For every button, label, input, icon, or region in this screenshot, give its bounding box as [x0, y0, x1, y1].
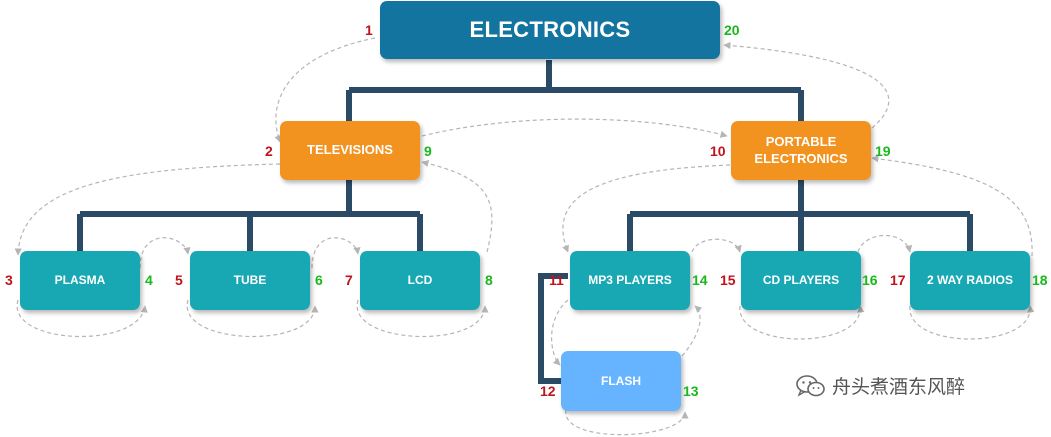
left-number-11: 11	[549, 272, 564, 288]
left-number-15: 15	[720, 272, 736, 288]
traversal-18-19	[871, 155, 1033, 257]
right-number-20: 20	[724, 22, 740, 38]
node-cd-players-label: CD PLAYERS	[762, 273, 840, 287]
node-lcd-label: LCD	[407, 273, 433, 287]
traversal-13-14	[681, 305, 703, 357]
right-number-16: 16	[862, 272, 878, 288]
right-number-8: 8	[485, 272, 493, 288]
traversal-11-12	[551, 299, 569, 366]
node-2-way-radios-label: 2 WAY RADIOS	[926, 273, 1014, 287]
traversal-14-15	[691, 238, 742, 253]
traversal-15-16	[739, 305, 865, 340]
right-number-4: 4	[145, 272, 153, 288]
node-plasma: PLASMA	[20, 251, 140, 310]
watermark-text: 舟头煮酒东风醉	[832, 377, 966, 398]
wechat-icon	[796, 374, 826, 398]
traversal-3-4	[16, 299, 148, 337]
node-portable-electronics: PORTABLE ELECTRONICS	[731, 121, 871, 180]
traversal-7-8	[356, 299, 489, 337]
node-portable-electronics-label: PORTABLE ELECTRONICS	[754, 134, 848, 166]
right-number-14: 14	[692, 272, 708, 288]
traversal-2-3	[14, 163, 281, 256]
node-tube: TUBE	[190, 251, 310, 310]
right-number-19: 19	[875, 143, 891, 159]
traversal-9-10	[421, 118, 728, 138]
traversal-4-5	[139, 237, 191, 269]
right-number-6: 6	[315, 272, 323, 288]
traversal-17-18	[909, 305, 1035, 340]
right-number-13: 13	[683, 383, 699, 399]
traversal-10-11	[562, 164, 731, 253]
node-electronics: ELECTRONICS	[380, 1, 720, 59]
traversal-19-20	[723, 41, 890, 129]
node-flash: FLASH	[561, 351, 681, 411]
left-number-1: 1	[365, 22, 373, 38]
left-number-3: 3	[5, 272, 13, 288]
node-lcd: LCD	[360, 251, 480, 310]
left-number-5: 5	[175, 272, 183, 288]
right-number-18: 18	[1032, 272, 1048, 288]
node-2-way-radios: 2 WAY RADIOS	[910, 251, 1030, 310]
node-televisions: TELEVISIONS	[280, 121, 420, 180]
traversal-1-2	[274, 37, 376, 143]
node-tube-label: TUBE	[233, 273, 267, 287]
node-plasma-label: PLASMA	[54, 273, 106, 287]
node-cd-players: CD PLAYERS	[741, 251, 861, 310]
traversal-8-9	[421, 159, 493, 253]
left-number-17: 17	[890, 272, 906, 288]
node-mp3-players: MP3 PLAYERS	[570, 251, 690, 310]
watermark: 舟头煮酒东风醉	[796, 372, 965, 399]
left-number-10: 10	[710, 143, 726, 159]
node-electronics-label: ELECTRONICS	[469, 17, 631, 43]
left-number-12: 12	[540, 383, 556, 399]
traversal-12-13	[565, 409, 689, 436]
node-flash-label: FLASH	[601, 373, 641, 388]
tree-connectors	[77, 60, 973, 384]
connector-to-flash	[538, 273, 568, 384]
traversal-6-7	[311, 237, 361, 269]
left-number-2: 2	[265, 143, 273, 159]
right-number-9: 9	[424, 143, 432, 159]
traversal-path	[14, 37, 1035, 436]
node-mp3-players-label: MP3 PLAYERS	[588, 273, 672, 287]
left-number-7: 7	[345, 272, 353, 288]
traversal-16-17	[857, 234, 913, 253]
node-televisions-label: TELEVISIONS	[307, 142, 393, 158]
traversal-5-6	[186, 299, 319, 337]
